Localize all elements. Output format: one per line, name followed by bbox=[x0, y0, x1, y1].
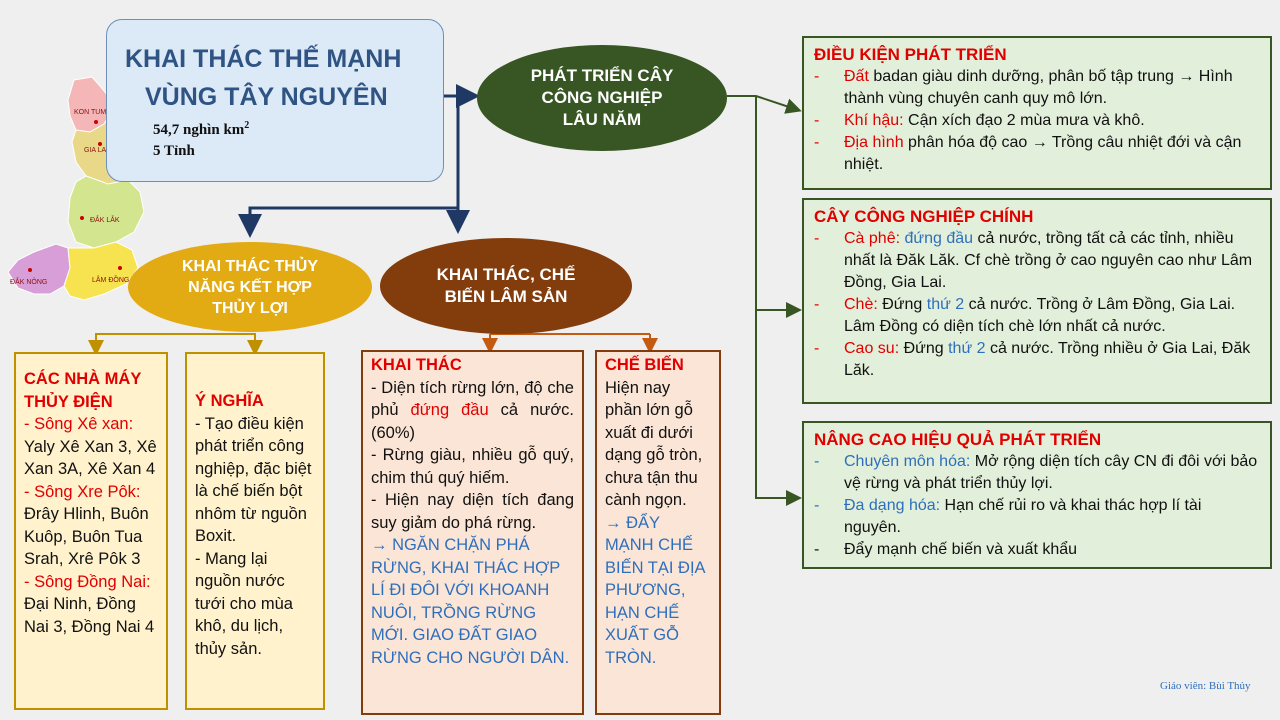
che-bien-text: Hiện nay phần lớn gỗ xuất đi dưới dạng g… bbox=[605, 378, 703, 510]
map-label-dak-nong: ĐẮK NÔNG bbox=[10, 277, 47, 286]
cay-cn-item: -Cà phê: đứng đầu cả nước, trồng tất cả … bbox=[814, 230, 1253, 291]
river-name: - Sông Xê xan: bbox=[24, 415, 134, 433]
area-text: 54,7 nghìn km2 bbox=[153, 120, 249, 139]
nang-cao-text: Mở rộng diện tích cây CN đi đôi với bảo … bbox=[844, 453, 1258, 492]
nha-may-group: - Sông Xre Pôk: Đrây Hlinh, Buôn Kuôp, B… bbox=[24, 481, 158, 571]
dieu-kien-item: -Khí hậu: Cận xích đạo 2 mùa mưa và khô. bbox=[814, 112, 1145, 129]
nang-cao-header: NÂNG CAO HIỆU QUẢ PHÁT TRIỂN bbox=[814, 430, 1102, 449]
map-lam-dong bbox=[63, 241, 139, 301]
map-dak-nong bbox=[7, 243, 71, 295]
box-nang-cao-hieu-qua: NÂNG CAO HIỆU QUẢ PHÁT TRIỂN -Chuyên môn… bbox=[802, 421, 1272, 569]
dieu-kien-text: Cận xích đạo 2 mùa mưa và khô. bbox=[903, 112, 1145, 129]
cay-cn-item: -Cao su: Đứng thứ 2 cả nước. Trồng nhiều… bbox=[814, 340, 1251, 379]
dieu-kien-header: ĐIỀU KIỆN PHÁT TRIỂN bbox=[814, 45, 1007, 64]
teacher-credit: Giáo viên: Bùi Thủy bbox=[1160, 680, 1251, 692]
river-name: - Sông Xre Pôk: bbox=[24, 482, 141, 501]
map-dak-lak bbox=[67, 175, 144, 249]
khai-thac-text: - Diện tích rừng lớn, độ che phủ bbox=[371, 378, 574, 420]
arrow-green-to-dieukien bbox=[727, 95, 802, 114]
che-bien-header: CHẾ BIẾN bbox=[605, 356, 684, 374]
plant-list: Yaly Xê Xan 3, Xê Xan 3A, Xê Xan 4 bbox=[24, 437, 157, 479]
title-line-2: VÙNG TÂY NGUYÊN bbox=[145, 83, 388, 111]
dieu-kien-key: Đất bbox=[844, 68, 869, 85]
box-cay-cong-nghiep-chinh: CÂY CÔNG NGHIỆP CHÍNH -Cà phê: đứng đầu … bbox=[802, 198, 1272, 404]
node-brown-label: KHAI THÁC, CHẾ BIẾN LÂM SẢN bbox=[436, 265, 576, 306]
nang-cao-text: Hạn chế rủi ro và khai thác hợp lí tài n… bbox=[844, 497, 1202, 536]
cay-cn-header: CÂY CÔNG NGHIỆP CHÍNH bbox=[814, 207, 1034, 226]
map-label-kon-tum: KON TUM bbox=[74, 109, 106, 116]
cay-cn-highlight: thứ 2 bbox=[926, 296, 965, 313]
provinces-text: 5 Tỉnh bbox=[153, 143, 195, 159]
node-green-label: PHÁT TRIỂN CÂY CÔNG NGHIỆP LÂU NĂM bbox=[530, 66, 674, 129]
khai-thac-item: - Hiện nay diện tích đang suy giảm do ph… bbox=[371, 491, 574, 532]
arrow-green-to-nangcao bbox=[755, 300, 802, 506]
arrow-yellow-to-boxes bbox=[95, 333, 256, 347]
nang-cao-item: -Đẩy mạnh chế biến và xuất khẩu bbox=[814, 541, 1078, 558]
dieu-kien-item: -Địa hình phân hóa độ cao → Trồng câu nh… bbox=[814, 134, 1242, 173]
nang-cao-text: Đẩy mạnh chế biến và xuất khẩu bbox=[844, 541, 1078, 558]
dieu-kien-item: -Đất badan giàu dinh dưỡng, phân bố tập … bbox=[814, 68, 1233, 107]
node-khai-thac-thuy-nang: KHAI THÁC THỦY NĂNG KẾT HỢP THỦY LỢI bbox=[128, 242, 372, 332]
dieu-kien-key: Khí hậu: bbox=[844, 112, 904, 129]
nang-cao-key: Chuyên môn hóa: bbox=[844, 453, 971, 470]
khai-thac-header: KHAI THÁC bbox=[371, 356, 462, 374]
cay-cn-key: Chè: bbox=[844, 296, 878, 313]
dieu-kien-text: phân hóa độ cao → Trồng câu nhiệt đới và… bbox=[844, 134, 1242, 173]
node-khai-thac-lam-san: KHAI THÁC, CHẾ BIẾN LÂM SẢN bbox=[380, 238, 632, 334]
nang-cao-key: Đa dạng hóa: bbox=[844, 497, 941, 514]
plant-list: Đại Ninh, Đồng Nai 3, Đồng Nai 4 bbox=[24, 595, 155, 636]
node-yellow-label: KHAI THÁC THỦY NĂNG KẾT HỢP THỦY LỢI bbox=[182, 257, 318, 317]
box-nha-may-thuy-dien: CÁC NHÀ MÁY THỦY ĐIỆN - Sông Xê xan: Yal… bbox=[14, 352, 168, 710]
cay-cn-key: Cà phê: bbox=[844, 230, 901, 247]
area-value: 54,7 nghìn km bbox=[153, 122, 245, 138]
box-che-bien: CHẾ BIẾN Hiện nay phần lớn gỗ xuất đi dư… bbox=[595, 350, 721, 715]
cay-cn-key: Cao su: bbox=[844, 340, 900, 357]
khai-thac-highlight: đứng đầu bbox=[410, 401, 489, 419]
y-nghia-item: - Mang lại nguồn nước tưới cho mùa khô, … bbox=[195, 549, 293, 658]
node-phat-trien-cay-cn: PHÁT TRIỂN CÂY CÔNG NGHIỆP LÂU NĂM bbox=[477, 45, 727, 151]
map-label-dak-lak: ĐẮK LẮK bbox=[90, 215, 120, 224]
arrow-green-to-caycn bbox=[755, 96, 802, 318]
cay-cn-highlight: thứ 2 bbox=[948, 340, 986, 357]
khai-thac-action: → NGĂN CHẶN PHÁ RỪNG, KHAI THÁC HỢP LÍ Đ… bbox=[371, 536, 570, 667]
map-label-gia-lai: GIA LAI bbox=[84, 147, 108, 154]
cay-cn-text: cả nước. Trồng ở Lâm Đồng, Gia Lai. Lâm … bbox=[844, 296, 1236, 335]
area-unit-superscript: 2 bbox=[244, 120, 250, 131]
khai-thac-item: - Rừng giàu, nhiều gỗ quý, chim thú quý … bbox=[371, 446, 574, 487]
plant-list: Đrây Hlinh, Buôn Kuôp, Buôn Tua Srah, Xr… bbox=[24, 505, 149, 568]
nha-may-group: - Sông Đồng Nai: Đại Ninh, Đồng Nai 3, Đ… bbox=[24, 571, 158, 639]
box-y-nghia: Ý NGHĨA - Tạo điều kiện phát triển công … bbox=[185, 352, 325, 710]
cay-cn-text: cả nước. Trồng nhiều ở Gia Lai, Đăk Lăk. bbox=[844, 340, 1251, 379]
cay-cn-pre: Đứng bbox=[899, 340, 949, 357]
nha-may-header: CÁC NHÀ MÁY THỦY ĐIỆN bbox=[24, 370, 142, 411]
cay-cn-item: -Chè: Đứng thứ 2 cả nước. Trồng ở Lâm Đồ… bbox=[814, 296, 1236, 335]
title-line-1: KHAI THÁC THẾ MẠNH bbox=[125, 45, 402, 73]
arrow-title-to-yellow bbox=[238, 206, 458, 238]
y-nghia-header: Ý NGHĨA bbox=[195, 392, 264, 410]
dieu-kien-key: Địa hình bbox=[844, 134, 904, 151]
river-name: - Sông Đồng Nai: bbox=[24, 572, 151, 591]
khai-thac-item: - Diện tích rừng lớn, độ che phủ đứng đầ… bbox=[371, 377, 574, 445]
box-dieu-kien-phat-trien: ĐIỀU KIỆN PHÁT TRIỂN -Đất badan giàu din… bbox=[802, 36, 1272, 190]
khai-thac-text: cả nước. (60%) bbox=[371, 401, 574, 442]
nang-cao-item: -Đa dạng hóa: Hạn chế rủi ro và khai thá… bbox=[814, 497, 1202, 536]
nang-cao-item: -Chuyên môn hóa: Mở rộng diện tích cây C… bbox=[814, 453, 1258, 492]
cay-cn-pre: Đứng bbox=[877, 296, 927, 313]
title-box: KHAI THÁC THẾ MẠNH VÙNG TÂY NGUYÊN 54,7 … bbox=[106, 19, 444, 182]
cay-cn-text: cả nước, trồng tất cả các tỉnh, nhiều nh… bbox=[844, 230, 1253, 291]
y-nghia-item: - Tạo điều kiện phát triển công nghiệp, … bbox=[195, 414, 312, 546]
box-khai-thac: KHAI THÁC - Diện tích rừng lớn, độ che p… bbox=[361, 350, 584, 715]
cay-cn-highlight: đứng đầu bbox=[904, 230, 974, 247]
map-label-lam-dong: LÂM ĐỒNG bbox=[92, 274, 129, 284]
che-bien-action: → ĐẨY MẠNH CHẾ BIẾN TẠI ĐỊA PHƯƠNG, HẠN … bbox=[605, 513, 705, 667]
dieu-kien-text: badan giàu dinh dưỡng, phân bố tập trung… bbox=[844, 68, 1233, 107]
nha-may-group: - Sông Xê xan: Yaly Xê Xan 3, Xê Xan 3A,… bbox=[24, 413, 158, 481]
